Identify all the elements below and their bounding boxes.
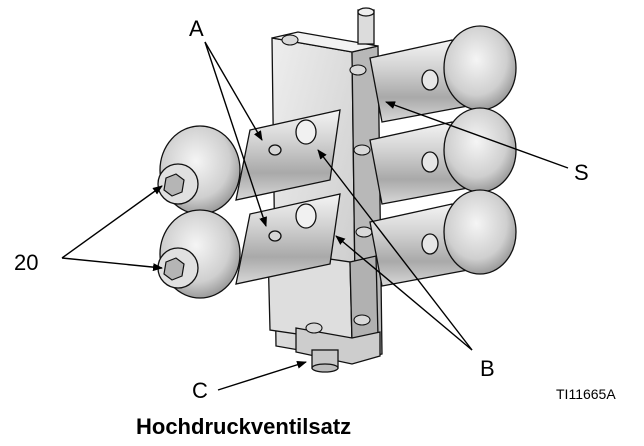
callout-s: S — [574, 160, 589, 185]
plate-bolts — [281, 34, 373, 334]
figure-caption: Hochdruckventilsatz — [136, 414, 352, 439]
right-valves — [357, 7, 517, 287]
callout-b: B — [480, 356, 495, 381]
callout-a: A — [189, 16, 204, 41]
leader-lines — [61, 41, 569, 391]
figure-id: TI11665A — [556, 386, 616, 402]
callout-c: C — [192, 378, 208, 403]
callout-20: 20 — [14, 250, 39, 275]
hex-nuts — [163, 173, 185, 281]
